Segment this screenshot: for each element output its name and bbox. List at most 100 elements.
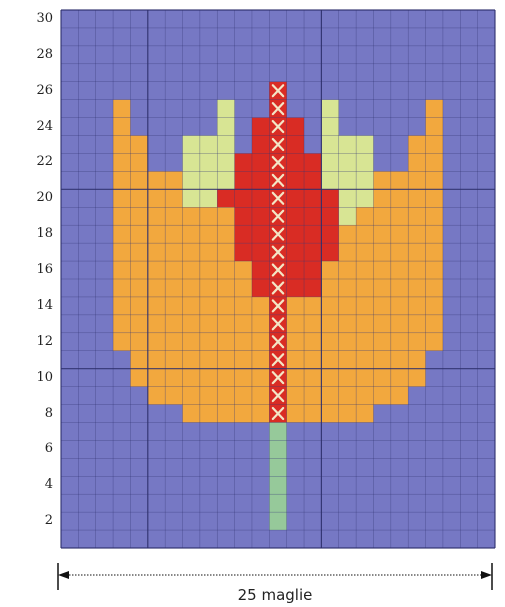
stitch-cell xyxy=(338,225,357,244)
stitch-cell xyxy=(147,296,166,315)
stitch-cell xyxy=(182,296,200,315)
stitch-cell xyxy=(304,171,322,190)
row-label: 16 xyxy=(36,262,53,278)
stitch-cell xyxy=(182,207,200,226)
stitch-cell xyxy=(304,225,322,244)
stitch-cell xyxy=(217,404,235,423)
stitch-cell xyxy=(130,171,148,190)
stitch-cell xyxy=(130,368,148,387)
stitch-cell xyxy=(373,261,391,279)
stitch-cell xyxy=(182,171,200,190)
stitch-cell xyxy=(113,314,131,333)
cross-stitch-mark xyxy=(271,209,285,223)
stitch-cell xyxy=(182,189,200,208)
stitch-cell xyxy=(338,243,357,262)
stitch-cell xyxy=(113,261,131,279)
stitch-cell xyxy=(425,207,443,226)
stitch-cell xyxy=(408,296,426,315)
stitch-cell xyxy=(165,350,183,369)
stitch-cell xyxy=(304,368,322,387)
stitch-cell xyxy=(182,279,200,297)
stitch-cell xyxy=(234,153,252,172)
stitch-cell xyxy=(321,296,339,315)
stitch-cell xyxy=(356,332,374,351)
cross-stitch-mark xyxy=(271,137,285,152)
stitch-cell xyxy=(182,153,200,172)
stitch-cell xyxy=(130,314,148,333)
stitch-cell xyxy=(251,153,270,172)
stitch-cell xyxy=(373,243,391,262)
stitch-cell xyxy=(425,225,443,244)
stitch-cell xyxy=(251,332,270,351)
stitch-cell xyxy=(425,135,443,154)
stitch-cell xyxy=(147,386,166,405)
stitch-cell xyxy=(130,296,148,315)
stitch-cell xyxy=(147,225,166,244)
stitch-cell xyxy=(286,243,305,262)
stitch-cell xyxy=(217,99,235,118)
stitch-cell xyxy=(130,207,148,226)
stitch-cell xyxy=(425,117,443,136)
stitch-cell xyxy=(338,296,357,315)
stitch-cell xyxy=(147,207,166,226)
stitch-cell xyxy=(199,350,218,369)
stitch-cell xyxy=(408,225,426,244)
stitch-cell xyxy=(321,386,339,405)
stitch-cell xyxy=(390,207,409,226)
stitch-cell xyxy=(321,350,339,369)
stitch-cell xyxy=(390,332,409,351)
stitch-cell xyxy=(408,243,426,262)
stitch-cell xyxy=(321,314,339,333)
stitch-cell xyxy=(408,368,426,387)
stitch-cell xyxy=(217,243,235,262)
stitch-cell xyxy=(269,440,287,459)
cross-stitch-mark xyxy=(271,371,285,385)
stitch-cell xyxy=(338,207,357,226)
stitch-cell xyxy=(234,350,252,369)
stitch-cell xyxy=(234,296,252,315)
stitch-cell xyxy=(251,404,270,423)
stitch-cell xyxy=(356,314,374,333)
stitch-cell xyxy=(304,332,322,351)
stitch-cell xyxy=(286,368,305,387)
stitch-cell xyxy=(408,332,426,351)
stitch-cell xyxy=(251,296,270,315)
stitch-cell xyxy=(373,225,391,244)
stitch-cell xyxy=(304,207,322,226)
stitch-cell xyxy=(373,296,391,315)
stitch-cell xyxy=(113,332,131,351)
stitch-cell xyxy=(408,279,426,297)
stitch-cell xyxy=(147,314,166,333)
stitch-cell xyxy=(165,368,183,387)
stitch-cell xyxy=(390,350,409,369)
stitch-cell xyxy=(199,261,218,279)
stitch-cell xyxy=(408,207,426,226)
stitch-cell xyxy=(321,189,339,208)
stitch-cell xyxy=(321,153,339,172)
stitch-cell xyxy=(425,296,443,315)
stitch-cell xyxy=(251,207,270,226)
stitch-cell xyxy=(425,171,443,190)
stitch-cell xyxy=(321,117,339,136)
stitch-cell xyxy=(113,99,131,118)
stitch-cell xyxy=(356,261,374,279)
stitch-cell xyxy=(234,243,252,262)
stitch-cell xyxy=(182,368,200,387)
stitch-cell xyxy=(321,368,339,387)
row-label: 18 xyxy=(36,226,53,242)
stitch-cell xyxy=(286,135,305,154)
stitch-cell xyxy=(130,225,148,244)
stitch-cell xyxy=(390,225,409,244)
stitch-cell xyxy=(338,171,357,190)
stitch-cell xyxy=(286,153,305,172)
stitch-cell xyxy=(199,368,218,387)
row-label: 2 xyxy=(44,513,53,529)
stitch-cell xyxy=(165,332,183,351)
cross-stitch-mark xyxy=(271,389,285,403)
cross-stitch-mark xyxy=(271,353,285,367)
stitch-cell xyxy=(113,171,131,190)
stitch-cell xyxy=(286,261,305,279)
stitch-cell xyxy=(113,153,131,172)
stitch-cell xyxy=(182,350,200,369)
